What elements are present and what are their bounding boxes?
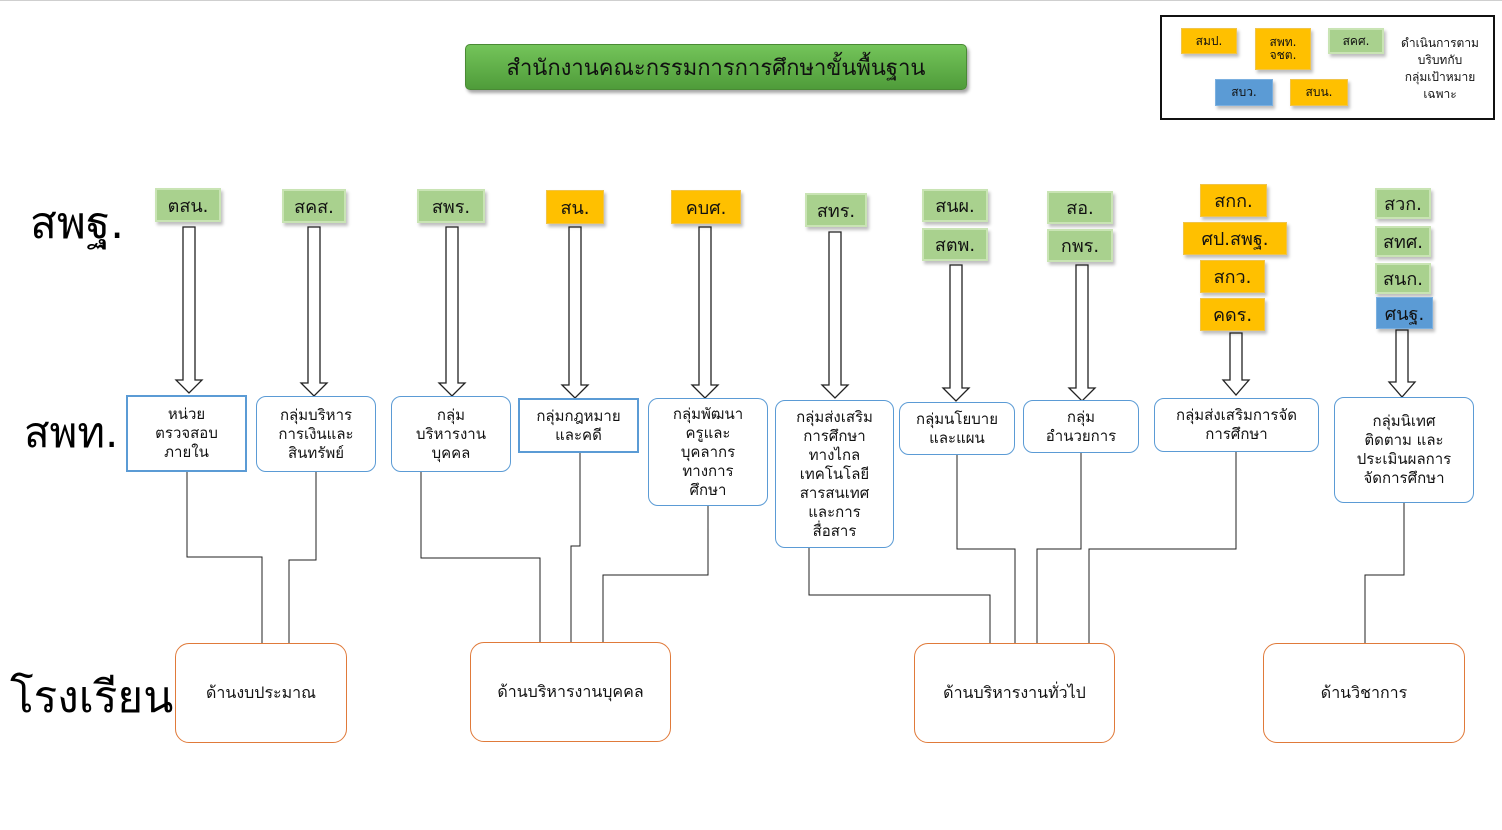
- obec-unit-snp: สนผ.: [922, 189, 988, 222]
- wire-9: [1088, 452, 1237, 643]
- legend-tag-sbw: สบว.: [1215, 79, 1273, 106]
- school-area-academic: ด้านวิชาการ: [1263, 643, 1465, 743]
- arrow-3: [437, 226, 467, 397]
- obec-unit-kpr: กพร.: [1047, 229, 1113, 262]
- wire-6: [808, 548, 991, 643]
- obec-unit-spr: สพร.: [417, 189, 485, 223]
- obec-unit-sn: สน.: [546, 190, 604, 224]
- esa-group-policy-planning: กลุ่มนโยบาย และแผน: [899, 402, 1015, 455]
- legend-tag-skk: สคศ.: [1328, 28, 1384, 54]
- top-border: [0, 0, 1502, 1]
- wire-7: [956, 455, 1016, 643]
- arrow-7: [941, 264, 971, 402]
- school-area-budget: ด้านงบประมาณ: [175, 643, 347, 743]
- obec-unit-knt: ศนฐ.: [1376, 297, 1433, 329]
- wire-1: [186, 472, 263, 643]
- legend-box: สมป. สพท. จชต. สคศ. สบว. สบน. ดำเนินการต…: [1160, 15, 1495, 120]
- obec-unit-kbs: คบศ.: [671, 190, 741, 224]
- esa-group-supervision-evaluation: กลุ่มนิเทศ ติดตาม และ ประเมินผลการ จัดกา…: [1334, 397, 1474, 503]
- arrow-4: [560, 226, 590, 399]
- obec-unit-sp-obec: ศป.สพฐ.: [1183, 222, 1287, 255]
- esa-group-finance-assets: กลุ่มบริหาร การเงินและ สินทรัพย์: [256, 396, 376, 472]
- arrow-10: [1387, 329, 1417, 398]
- legend-tag-sbn: สบน.: [1290, 79, 1348, 106]
- row-label-obec: สพฐ.: [30, 198, 125, 249]
- arrow-5: [690, 226, 720, 399]
- arrow-1: [174, 226, 204, 394]
- school-area-general-admin: ด้านบริหารงานทั่วไป: [914, 643, 1115, 743]
- esa-group-distance-ict: กลุ่มส่งเสริม การศึกษา ทางไกล เทคโนโลยี …: [775, 400, 894, 548]
- arrow-6: [820, 231, 850, 399]
- arrow-8: [1067, 264, 1097, 402]
- obec-unit-stp: สตพ.: [922, 228, 988, 261]
- wire-10: [1364, 503, 1405, 643]
- legend-note: ดำเนินการตาม บริบทกับ กลุ่มเป้าหมาย เฉพา…: [1401, 36, 1479, 101]
- legend-tag-smp: สมป.: [1181, 28, 1237, 54]
- esa-group-administration: กลุ่ม อำนวยการ: [1023, 400, 1139, 453]
- obec-title: สำนักงานคณะกรรมการการศึกษาขั้นพื้นฐาน: [506, 55, 926, 81]
- wire-5: [602, 506, 709, 643]
- esa-group-education-promotion: กลุ่มส่งเสริมการจัด การศึกษา: [1154, 398, 1319, 452]
- row-label-school: โรงเรียน: [10, 672, 174, 723]
- obec-unit-skk-yellow: สกก.: [1200, 184, 1267, 217]
- legend-tag-spt-jcht: สพท. จชต.: [1255, 28, 1311, 70]
- obec-unit-str: สทร.: [805, 193, 867, 227]
- esa-group-legal: กลุ่มกฎหมาย และคดี: [518, 398, 639, 453]
- obec-unit-swk: สวก.: [1375, 188, 1431, 219]
- obec-unit-kdr: คดร.: [1200, 298, 1265, 331]
- arrow-9: [1221, 332, 1251, 396]
- wire-8: [1036, 453, 1082, 643]
- school-area-personnel: ด้านบริหารงานบุคคล: [470, 642, 671, 742]
- esa-group-teacher-development: กลุ่มพัฒนา ครูและ บุคลากร ทางการ ศึกษา: [648, 398, 768, 506]
- obec-unit-sks: สคส.: [282, 189, 346, 223]
- obec-unit-so: สอ.: [1047, 191, 1113, 224]
- esa-group-internal-audit: หน่วย ตรวจสอบ ภายใน: [126, 395, 247, 472]
- obec-unit-snk: สนก.: [1375, 263, 1431, 294]
- arrow-2: [299, 226, 329, 397]
- esa-group-personnel: กลุ่ม บริหารงาน บุคคล: [391, 396, 511, 472]
- wire-3: [420, 472, 541, 643]
- obec-unit-skw: สกว.: [1200, 260, 1265, 293]
- row-label-esa: สพท.: [24, 408, 119, 457]
- wire-4: [570, 453, 581, 643]
- wire-2: [288, 472, 317, 643]
- obec-unit-tsn: ตสน.: [155, 188, 221, 222]
- obec-title-banner: สำนักงานคณะกรรมการการศึกษาขั้นพื้นฐาน: [465, 44, 967, 90]
- obec-unit-sts: สทศ.: [1375, 226, 1431, 257]
